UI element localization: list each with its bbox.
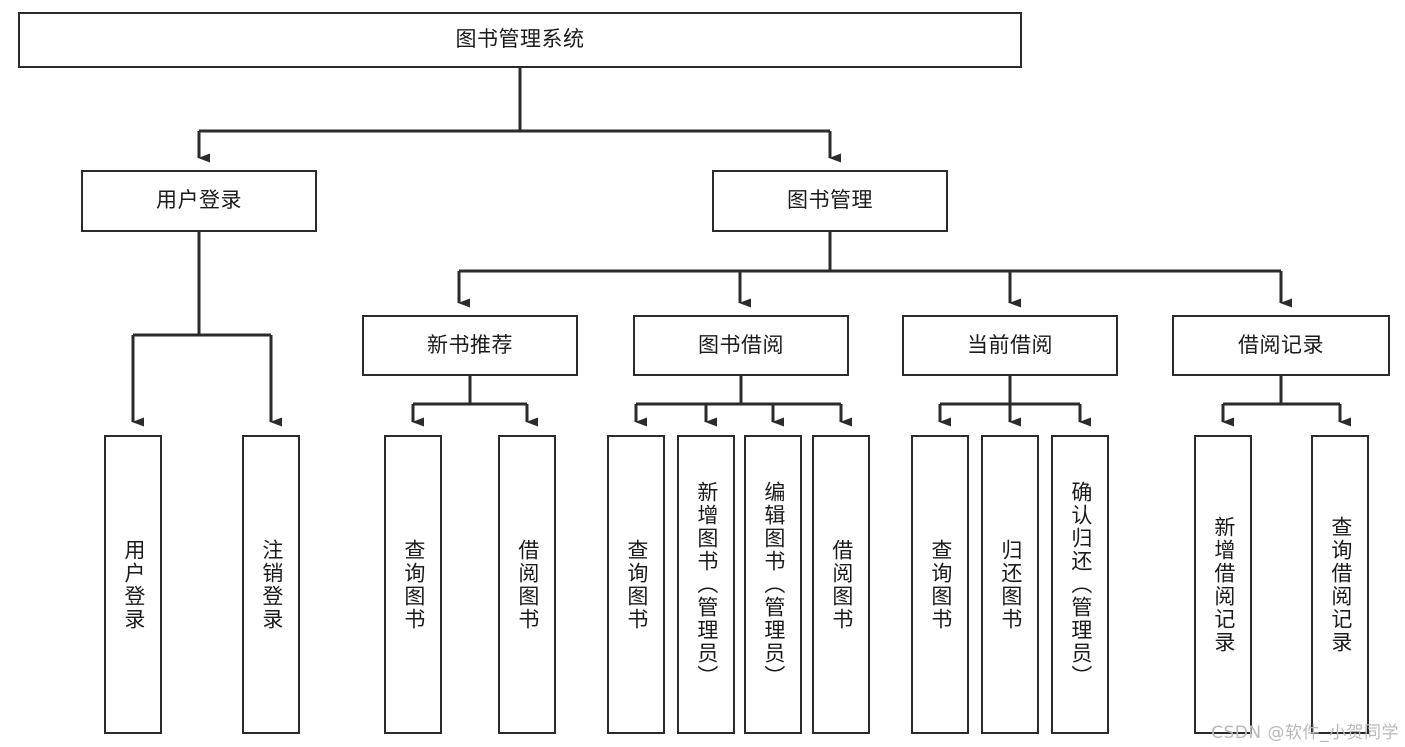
- csdn-watermark: CSDN @软件_小贺同学: [1211, 723, 1399, 743]
- leaf-edit-book-admin-label: 编辑图书（管理员）: [761, 481, 786, 688]
- node-user-login-label: 用户登录: [156, 188, 242, 213]
- leaf-add-book-admin[interactable]: 新增图书（管理员）: [677, 435, 735, 734]
- leaf-confirm-return-admin[interactable]: 确认归还（管理员）: [1051, 435, 1109, 734]
- leaf-borrow-book-label: 借阅图书: [829, 538, 854, 631]
- leaf-logout-label: 注销登录: [259, 538, 284, 631]
- leaf-query-book-recommend[interactable]: 查询图书: [384, 435, 442, 734]
- leaf-add-borrow-record[interactable]: 新增借阅记录: [1194, 435, 1252, 734]
- node-current-borrow-label: 当前借阅: [967, 332, 1053, 357]
- node-current-borrow[interactable]: 当前借阅: [902, 315, 1118, 376]
- leaf-query-book-current[interactable]: 查询图书: [911, 435, 969, 734]
- leaf-query-book-borrow[interactable]: 查询图书: [607, 435, 665, 734]
- node-book-management-label: 图书管理: [787, 188, 873, 213]
- node-new-book-recommend[interactable]: 新书推荐: [362, 315, 578, 376]
- leaf-query-borrow-record-label: 查询借阅记录: [1328, 515, 1353, 654]
- node-book-borrow[interactable]: 图书借阅: [633, 315, 849, 376]
- leaf-logout[interactable]: 注销登录: [242, 435, 300, 734]
- node-borrow-record-label: 借阅记录: [1238, 332, 1324, 357]
- node-root[interactable]: 图书管理系统: [18, 12, 1022, 68]
- node-book-management[interactable]: 图书管理: [712, 170, 948, 232]
- node-user-login[interactable]: 用户登录: [81, 170, 317, 232]
- leaf-query-book-borrow-label: 查询图书: [624, 538, 649, 631]
- leaf-user-login-label: 用户登录: [121, 538, 146, 631]
- leaf-return-book[interactable]: 归还图书: [981, 435, 1039, 734]
- leaf-borrow-book-recommend[interactable]: 借阅图书: [498, 435, 556, 734]
- leaf-user-login[interactable]: 用户登录: [104, 435, 162, 734]
- leaf-add-book-admin-label: 新增图书（管理员）: [694, 481, 719, 688]
- leaf-borrow-book[interactable]: 借阅图书: [812, 435, 870, 734]
- node-borrow-record[interactable]: 借阅记录: [1172, 315, 1390, 376]
- leaf-query-book-recommend-label: 查询图书: [401, 538, 426, 631]
- leaf-query-borrow-record[interactable]: 查询借阅记录: [1311, 435, 1369, 734]
- node-root-label: 图书管理系统: [455, 27, 585, 52]
- node-book-borrow-label: 图书借阅: [698, 332, 784, 357]
- leaf-confirm-return-admin-label: 确认归还（管理员）: [1068, 481, 1093, 688]
- leaf-return-book-label: 归还图书: [998, 538, 1023, 631]
- node-new-book-recommend-label: 新书推荐: [427, 332, 513, 357]
- leaf-add-borrow-record-label: 新增借阅记录: [1211, 515, 1236, 654]
- leaf-edit-book-admin[interactable]: 编辑图书（管理员）: [744, 435, 802, 734]
- leaf-borrow-book-recommend-label: 借阅图书: [515, 538, 540, 631]
- leaf-query-book-current-label: 查询图书: [928, 538, 953, 631]
